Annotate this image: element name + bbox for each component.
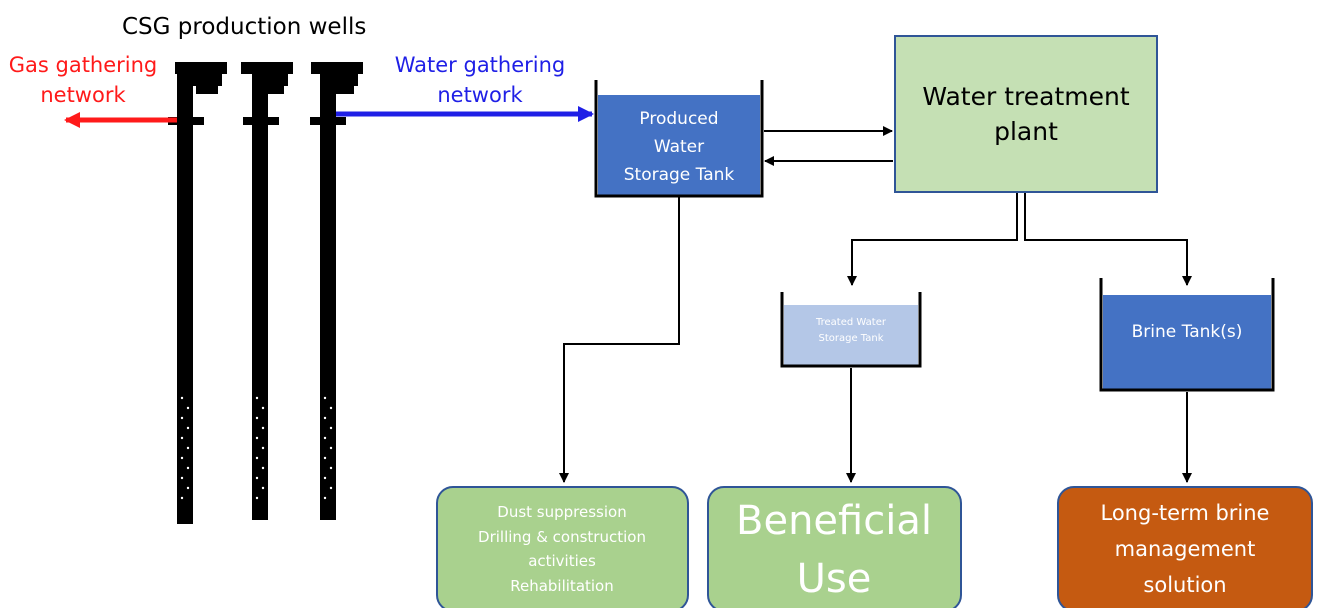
well-3	[310, 62, 363, 520]
dust-suppression-box: Dust suppression Drilling & construction…	[436, 486, 689, 608]
well-2	[241, 62, 293, 520]
produced-water-tank: Produced Water Storage Tank	[594, 80, 764, 198]
produced-tank-label-line3: Storage Tank	[624, 165, 735, 185]
gas-network-label-line1: Gas gathering	[9, 53, 158, 77]
beneficial-use-label-line1: Beneficial	[736, 498, 932, 544]
plant-to-brine-tank-arrow	[1024, 193, 1192, 286]
produced-tank-label-line2: Water	[654, 137, 704, 157]
wells-title: CSG production wells	[122, 14, 366, 40]
treated-tank-label-line2: Storage Tank	[818, 333, 883, 344]
treated-water-tank: Treated Water Storage Tank	[780, 292, 922, 368]
treatment-plant-label-line1: Water treatment	[922, 82, 1129, 111]
brine-management-label-line3: solution	[1143, 573, 1226, 597]
water-network-label-line1: Water gathering	[395, 53, 566, 77]
water-network-label-line2: network	[437, 83, 523, 107]
brine-tank: Brine Tank(s)	[1099, 278, 1275, 392]
beneficial-use-label-line2: Use	[797, 556, 872, 602]
rehabilitation-label: Rehabilitation	[510, 577, 614, 595]
water-treatment-plant: Water treatment plant	[894, 35, 1158, 193]
brine-management-label-line2: management	[1115, 537, 1256, 561]
plant-to-treated-tank-arrow	[847, 193, 1018, 286]
brine-management-label-line1: Long-term brine	[1101, 501, 1270, 525]
beneficial-use-box: Beneficial Use	[707, 486, 962, 608]
drilling-label: Drilling & construction	[478, 528, 646, 546]
well-1	[168, 62, 227, 524]
tank-to-dust-suppression-arrow	[559, 197, 680, 483]
treatment-plant-label-line2: plant	[994, 117, 1058, 146]
brine-management-box: Long-term brine management solution	[1057, 486, 1313, 608]
dust-suppression-label: Dust suppression	[497, 503, 626, 521]
gas-network-label-line2: network	[40, 83, 126, 107]
produced-tank-label-line1: Produced	[639, 109, 718, 129]
brine-tank-label: Brine Tank(s)	[1132, 322, 1243, 342]
treated-tank-label-line1: Treated Water	[815, 317, 887, 328]
activities-label: activities	[528, 552, 596, 570]
